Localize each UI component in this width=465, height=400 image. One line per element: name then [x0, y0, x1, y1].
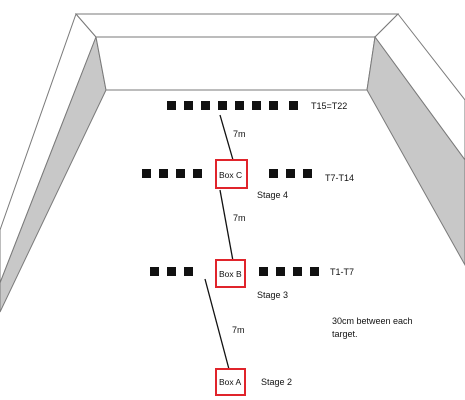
target: [269, 169, 278, 178]
back-wall-top: [74, 13, 400, 38]
distance-label-b-c: 7m: [233, 213, 246, 223]
target: [167, 101, 176, 110]
target: [269, 101, 278, 110]
target: [142, 169, 151, 178]
box-a: Box A: [215, 368, 246, 396]
target-row-middle: [142, 169, 312, 178]
target: [303, 169, 312, 178]
box-c: Box C: [215, 159, 248, 189]
stage-3-label: Stage 3: [257, 290, 288, 300]
target-group-label-top: T15=T22: [311, 101, 347, 111]
distance-label-c-top: 7m: [233, 129, 246, 139]
target: [310, 267, 319, 276]
right-wall-side: [366, 35, 465, 267]
target: [193, 169, 202, 178]
target: [289, 101, 298, 110]
distance-label-a-b: 7m: [232, 325, 245, 335]
target-row-bottom: [150, 267, 319, 276]
box-b-frame: [215, 259, 246, 288]
spacing-note-line2: target.: [332, 329, 358, 339]
target: [167, 267, 176, 276]
target: [159, 169, 168, 178]
right-wall-top: [374, 13, 465, 161]
target: [235, 101, 244, 110]
target: [259, 267, 268, 276]
path-c-to-top: [219, 114, 234, 161]
target: [286, 169, 295, 178]
target: [201, 101, 210, 110]
target: [184, 267, 193, 276]
back-wall-side: [95, 36, 376, 91]
target: [176, 169, 185, 178]
target: [252, 101, 261, 110]
target: [150, 267, 159, 276]
box-b-label: Box B: [219, 269, 242, 279]
path-lines: [204, 114, 234, 374]
target-group-label-middle: T7-T14: [325, 173, 354, 183]
stage-4-label: Stage 4: [257, 190, 288, 200]
target: [218, 101, 227, 110]
target-row-top: [167, 101, 298, 110]
box-b: Box B: [215, 259, 246, 288]
path-a-to-b: [204, 278, 231, 374]
target: [184, 101, 193, 110]
left-wall-top: [0, 13, 97, 284]
target-group-label-bottom: T1-T7: [330, 267, 354, 277]
box-c-label: Box C: [219, 170, 242, 180]
path-b-to-c: [219, 189, 234, 262]
box-c-frame: [215, 159, 248, 189]
target: [293, 267, 302, 276]
room-walls: [0, 13, 465, 313]
target: [276, 267, 285, 276]
box-a-frame: [215, 368, 246, 396]
stage-2-label: Stage 2: [261, 377, 292, 387]
box-a-label: Box A: [219, 377, 242, 387]
spacing-note-line1: 30cm between each: [332, 316, 413, 326]
